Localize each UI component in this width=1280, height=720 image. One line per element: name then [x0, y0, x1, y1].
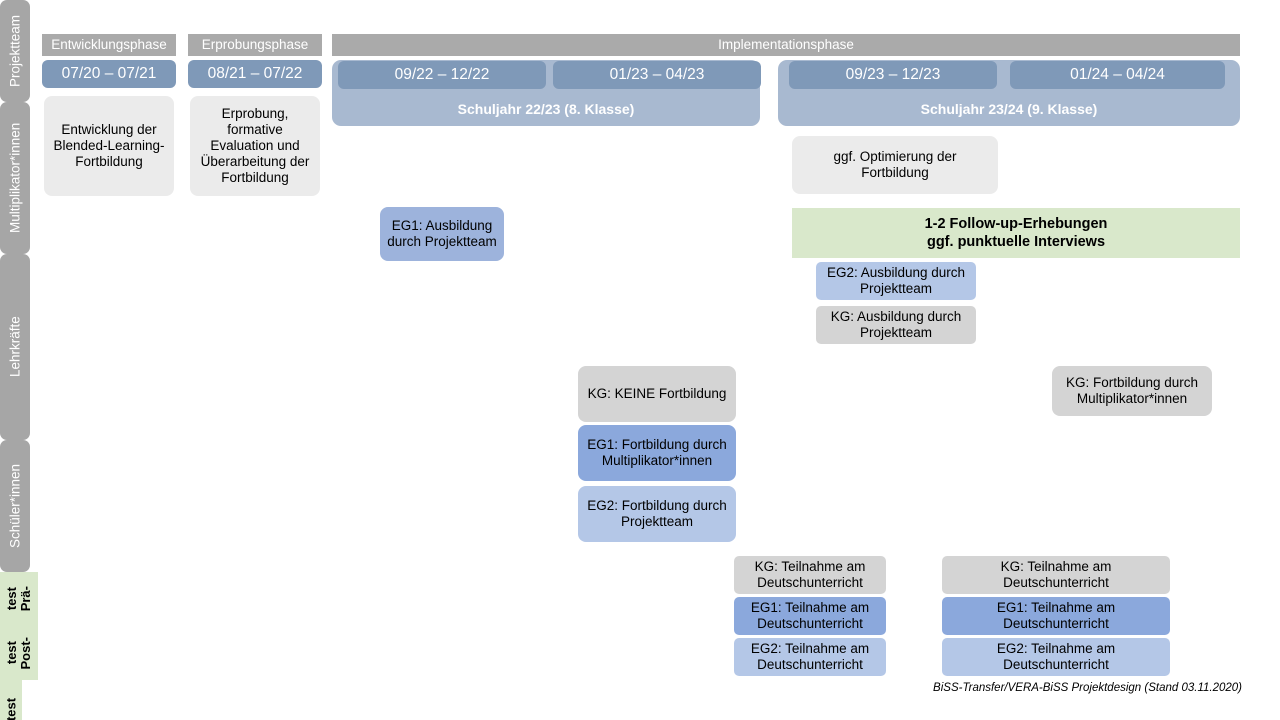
card-optimierung-fortbildung: ggf. Optimierung der Fortbildung	[792, 136, 998, 194]
footer-credit: BiSS-Transfer/VERA-BiSS Projektdesign (S…	[933, 682, 1242, 694]
praetest-line-1: Prä-	[18, 586, 33, 612]
card-entwicklung-fortbildung: Entwicklung der Blended-Learning-Fortbil…	[44, 96, 174, 196]
card-eg1-fortbildung-multiplikatoren: EG1: Fortbildung durch Multiplikator*inn…	[578, 425, 736, 481]
posttest-line-2: test	[4, 641, 20, 665]
praetest-line-2: test	[4, 587, 20, 611]
card-eg1-teilnahme-1: EG1: Teilnahme am Deutschunterricht	[734, 597, 886, 635]
card-kg-ausbildung-projektteam: KG: Ausbildung durch Projektteam	[816, 306, 976, 344]
quarter-bar-0922-1222: 09/22 – 12/22	[338, 61, 546, 89]
quarter-bar-0821-0722: 08/21 – 07/22	[188, 60, 322, 88]
card-kg-keine-fortbildung: KG: KEINE Fortbildung	[578, 366, 736, 422]
role-label-multiplikatorinnen: Multiplikator*innen	[0, 102, 30, 254]
card-kg-teilnahme-1: KG: Teilnahme am Deutschunterricht	[734, 556, 886, 594]
card-eg1-ausbildung-projektteam: EG1: Ausbildung durch Projektteam	[380, 207, 504, 261]
card-eg2-fortbildung-projektteam: EG2: Fortbildung durch Projektteam	[578, 486, 736, 542]
quarter-bar-0123-0423: 01/23 – 04/23	[553, 61, 761, 89]
praetest-multiplikatoren-2: Prätest	[0, 680, 22, 720]
phase-header-entwicklungsphase: Entwicklungsphase	[42, 34, 176, 56]
role-label-projektteam: Projektteam	[0, 0, 30, 102]
praetest-multiplikatoren-1: Prä- test	[0, 572, 38, 626]
phase-header-erprobungsphase: Erprobungsphase	[188, 34, 322, 56]
card-erprobung-evaluation: Erprobung, formative Evaluation und Über…	[190, 96, 320, 196]
card-eg2-ausbildung-projektteam: EG2: Ausbildung durch Projektteam	[816, 262, 976, 300]
role-label-schuelerinnen: Schüler*innen	[0, 440, 30, 572]
banner-line-2: ggf. punktuelle Interviews	[926, 234, 1106, 250]
role-label-lehrkraefte: Lehrkräfte	[0, 254, 30, 440]
phase-header-implementationsphase: Implementationsphase	[332, 34, 1240, 56]
posttest-line-1: Post-	[18, 636, 33, 670]
banner-followup-erhebungen: 1-2 Follow-up-Erhebungen ggf. punktuelle…	[792, 208, 1240, 258]
card-eg1-teilnahme-2: EG1: Teilnahme am Deutschunterricht	[942, 597, 1170, 635]
card-eg2-teilnahme-1: EG2: Teilnahme am Deutschunterricht	[734, 638, 886, 676]
card-kg-fortbildung-multiplikatoren: KG: Fortbildung durch Multiplikator*inne…	[1052, 366, 1212, 416]
quarter-bar-0720-0721: 07/20 – 07/21	[42, 60, 176, 88]
quarter-bar-0923-1223: 09/23 – 12/23	[789, 61, 997, 89]
banner-line-1: 1-2 Follow-up-Erhebungen	[924, 215, 1108, 232]
posttest-multiplikatoren-1: Post- test	[0, 626, 38, 680]
card-kg-teilnahme-2: KG: Teilnahme am Deutschunterricht	[942, 556, 1170, 594]
quarter-bar-0124-0424: 01/24 – 04/24	[1010, 61, 1225, 89]
card-eg2-teilnahme-2: EG2: Teilnahme am Deutschunterricht	[942, 638, 1170, 676]
